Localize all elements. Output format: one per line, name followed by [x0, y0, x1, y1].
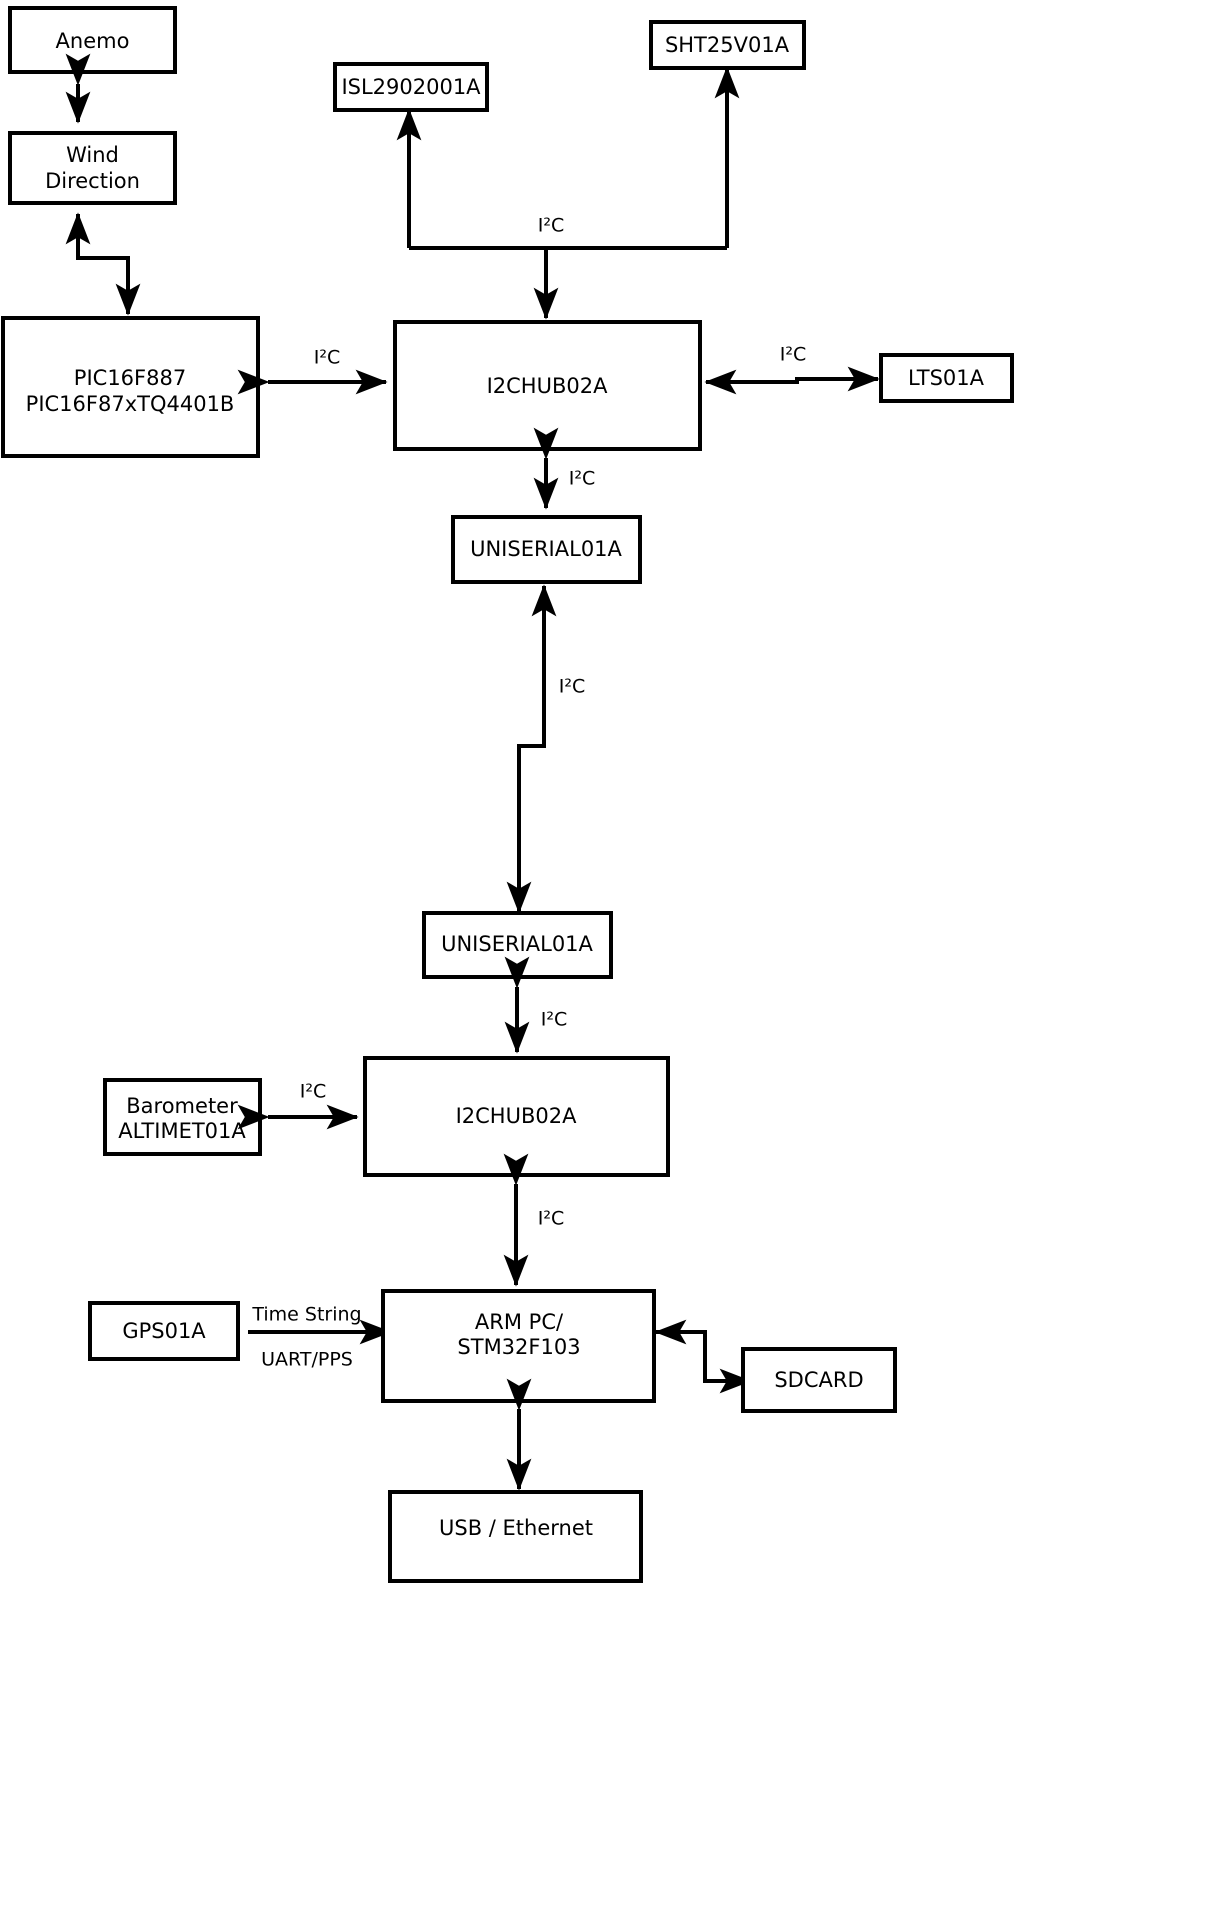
node-wind-direction-label-line1: Wind — [66, 143, 119, 167]
node-pic16f887[interactable]: PIC16F887 PIC16F87xTQ4401B — [1, 316, 260, 458]
edge-label-i2c-uniserial-hub-bottom: I²C — [541, 1009, 568, 1031]
node-i2chub02a-top-label: I2CHUB02A — [487, 374, 609, 398]
node-sht25v01a[interactable]: SHT25V01A — [649, 20, 806, 70]
node-anemo[interactable]: Anemo — [8, 6, 177, 74]
node-uniserial01a-top-box[interactable] — [451, 515, 642, 584]
node-arm-pc-label-line1: ARM PC/ — [475, 1310, 564, 1334]
node-isl2902001a[interactable]: ISL2902001A — [333, 62, 489, 112]
edge-pic-wind-path — [76, 218, 130, 298]
edge-label-i2c-top-bus: I²C — [538, 215, 565, 237]
node-sht25v01a-box[interactable] — [649, 20, 806, 70]
edge-uniserial-hub-bottom: I²C — [504, 956, 568, 1054]
edge-pic-to-wind-direction — [65, 212, 141, 316]
node-uniserial01a-top[interactable]: UNISERIAL01A — [451, 515, 642, 584]
node-usb-ethernet[interactable]: USB / Ethernet — [388, 1490, 643, 1583]
node-barometer[interactable]: Barometer ALTIMET01A — [103, 1078, 262, 1156]
node-i2chub02a-bottom[interactable]: I2CHUB02A — [363, 1056, 670, 1177]
node-pic16f887-box[interactable] — [1, 316, 260, 458]
node-i2chub02a-top[interactable]: I2CHUB02A — [393, 320, 702, 451]
node-isl2902001a-label: ISL2902001A — [341, 75, 481, 99]
edge-uniserial-link: I²C — [506, 584, 586, 914]
node-uniserial01a-bottom[interactable]: UNISERIAL01A — [422, 911, 613, 979]
node-usb-ethernet-box[interactable] — [388, 1490, 643, 1583]
node-usb-ethernet-label: USB / Ethernet — [439, 1516, 593, 1540]
node-barometer-label-line1: Barometer — [126, 1094, 238, 1118]
node-wind-direction[interactable]: Wind Direction — [8, 131, 177, 205]
edge-label-i2c-uniserial-link: I²C — [559, 676, 586, 698]
edge-arm-sdcard-path — [662, 1330, 742, 1383]
node-lts01a[interactable]: LTS01A — [879, 353, 1014, 403]
node-lts01a-label: LTS01A — [908, 366, 985, 390]
node-lts01a-box[interactable] — [879, 353, 1014, 403]
edge-uniserial-link-path — [517, 594, 546, 898]
node-uniserial01a-bottom-label: UNISERIAL01A — [441, 932, 593, 956]
edge-label-i2c-pic-hub: I²C — [314, 347, 341, 369]
node-uniserial01a-top-label: UNISERIAL01A — [470, 537, 622, 561]
node-sdcard[interactable]: SDCARD — [741, 1347, 897, 1413]
edge-hub-uniserial-top: I²C — [533, 427, 596, 510]
edge-hub-arm: I²C — [503, 1153, 565, 1287]
node-arm-pc[interactable]: ARM PC/ STM32F103 — [381, 1289, 656, 1403]
node-i2chub02a-bottom-label: I2CHUB02A — [456, 1104, 578, 1128]
node-arm-pc-label-line2: STM32F103 — [457, 1335, 580, 1359]
node-pic16f887-label-line1: PIC16F887 — [74, 366, 186, 390]
edge-top-i2c-bus: I²C — [396, 66, 740, 320]
node-gps01a[interactable]: GPS01A — [88, 1301, 240, 1361]
node-sdcard-box[interactable] — [741, 1347, 897, 1413]
node-gps01a-label: GPS01A — [122, 1319, 206, 1343]
node-pic16f887-label-line2: PIC16F87xTQ4401B — [26, 392, 235, 416]
edge-gps-arm: Time String UART/PPS — [248, 1304, 392, 1371]
node-barometer-box[interactable] — [103, 1078, 262, 1156]
node-sdcard-label: SDCARD — [774, 1368, 863, 1392]
node-wind-direction-label-line2: Direction — [45, 169, 140, 193]
node-barometer-label-line2: ALTIMET01A — [118, 1119, 246, 1143]
node-anemo-label: Anemo — [56, 29, 130, 53]
edge-label-i2c-barometer-hub: I²C — [300, 1081, 327, 1103]
edge-barometer-hub: I²C — [237, 1081, 359, 1130]
edge-label-i2c-hub-uniserial: I²C — [569, 468, 596, 490]
edge-label-gps-uart-pps: UART/PPS — [261, 1349, 353, 1371]
edge-pic-hub-top: I²C — [237, 347, 388, 395]
edge-label-gps-time-string: Time String — [251, 1304, 361, 1326]
edge-label-i2c-hub-lts: I²C — [780, 344, 807, 366]
edge-arm-sdcard — [654, 1319, 752, 1394]
edge-hub-lts: I²C — [704, 344, 880, 395]
node-gps01a-box[interactable] — [88, 1301, 240, 1361]
node-sht25v01a-label: SHT25V01A — [665, 33, 790, 57]
node-wind-direction-box[interactable] — [8, 131, 177, 205]
edge-label-i2c-hub-arm: I²C — [538, 1208, 565, 1230]
node-anemo-box[interactable] — [8, 6, 177, 74]
